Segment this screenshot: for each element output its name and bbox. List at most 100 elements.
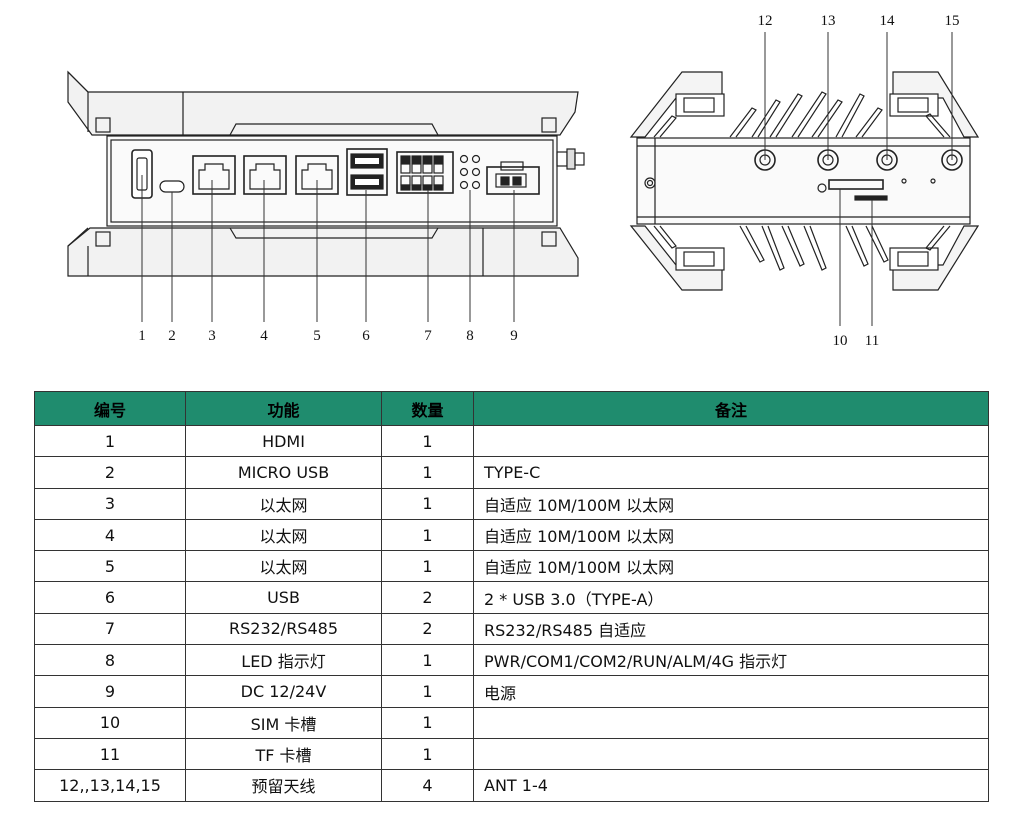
rear-body [636, 137, 971, 225]
cell-number: 8 [34, 644, 186, 677]
callout-label: 6 [362, 328, 370, 344]
sim-card-slot [828, 179, 884, 190]
ethernet-port-1 [192, 155, 236, 195]
callout-label: 12 [758, 13, 773, 29]
cell-notes [473, 737, 989, 771]
cell-notes: RS232/RS485 自适应 [473, 612, 989, 646]
cell-notes: 电源 [473, 675, 989, 708]
ethernet-port-2 [243, 155, 287, 195]
cell-function: TF 卡槽 [185, 737, 382, 771]
callout-label: 3 [208, 328, 216, 344]
cell-quantity: 4 [381, 769, 474, 802]
cell-quantity: 1 [381, 706, 474, 739]
cell-function: LED 指示灯 [185, 644, 382, 677]
cell-number: 1 [34, 424, 186, 458]
callout-label: 2 [168, 328, 176, 344]
led-indicators [459, 154, 481, 190]
cell-quantity: 2 [381, 581, 474, 614]
header-number: 编号 [34, 391, 186, 426]
cell-notes [473, 706, 989, 739]
cell-function: USB [185, 581, 382, 614]
front-top-bracket [67, 70, 579, 136]
rear-panel-view: 12 13 14 15 10 11 [629, 13, 980, 349]
header-notes: 备注 [473, 391, 989, 426]
cell-function: RS232/RS485 [185, 612, 382, 646]
cell-function: MICRO USB [185, 456, 382, 489]
cell-number: 6 [34, 581, 186, 614]
cell-function: DC 12/24V [185, 675, 382, 708]
header-function: 功能 [185, 391, 382, 426]
front-bottom-bracket [67, 227, 579, 277]
cell-notes: 自适应 10M/100M 以太网 [473, 550, 989, 583]
cell-number: 7 [34, 612, 186, 646]
callout-label: 9 [510, 328, 518, 344]
callout-label: 7 [424, 328, 432, 344]
cell-number: 11 [34, 737, 186, 771]
cell-number: 5 [34, 550, 186, 583]
callout-label: 11 [865, 333, 879, 349]
cell-notes: ANT 1-4 [473, 769, 989, 802]
callout-label: 10 [833, 333, 848, 349]
cell-number: 3 [34, 487, 186, 520]
cell-quantity: 1 [381, 644, 474, 677]
rs232-rs485-terminal [396, 151, 454, 194]
cell-quantity: 1 [381, 424, 474, 458]
tf-card-slot [854, 195, 888, 201]
callout-label: 4 [260, 328, 268, 344]
callout-label: 13 [821, 13, 836, 29]
cell-quantity: 1 [381, 456, 474, 489]
usb-ports [346, 148, 388, 196]
header-quantity: 数量 [381, 391, 474, 426]
cell-number: 12,,13,14,15 [34, 769, 186, 802]
callout-label: 15 [945, 13, 960, 29]
callout-label: 14 [880, 13, 896, 29]
cell-quantity: 1 [381, 518, 474, 552]
cell-quantity: 2 [381, 612, 474, 646]
cell-notes: 2 * USB 3.0（TYPE-A） [473, 581, 989, 614]
rear-bottom-heatsink [629, 225, 980, 291]
cell-number: 4 [34, 518, 186, 552]
cell-quantity: 1 [381, 487, 474, 520]
cell-number: 2 [34, 456, 186, 489]
cell-function: SIM 卡槽 [185, 706, 382, 739]
cell-number: 9 [34, 675, 186, 708]
cell-function: HDMI [185, 424, 382, 458]
callout-label: 5 [313, 328, 321, 344]
cell-quantity: 1 [381, 675, 474, 708]
dc-power-connector [486, 161, 540, 195]
cell-notes: TYPE-C [473, 456, 989, 489]
cell-number: 10 [34, 706, 186, 739]
cell-notes [473, 424, 989, 458]
cell-function: 以太网 [185, 518, 382, 552]
rear-leader-lines [764, 32, 953, 326]
cell-function: 预留天线 [185, 769, 382, 802]
callout-label: 8 [466, 328, 474, 344]
rear-top-heatsink [629, 71, 980, 138]
table-header-row: 编号 功能 数量 备注 [34, 391, 989, 426]
cell-quantity: 1 [381, 737, 474, 771]
front-panel-view: 1 2 3 4 5 6 7 8 9 [67, 70, 585, 344]
callout-label: 1 [138, 328, 146, 344]
cell-function: 以太网 [185, 487, 382, 520]
cell-notes: 自适应 10M/100M 以太网 [473, 518, 989, 552]
cell-notes: PWR/COM1/COM2/RUN/ALM/4G 指示灯 [473, 644, 989, 677]
cell-function: 以太网 [185, 550, 382, 583]
type-c-port [159, 180, 185, 193]
cell-quantity: 1 [381, 550, 474, 583]
front-leader-lines [141, 175, 515, 322]
cell-notes: 自适应 10M/100M 以太网 [473, 487, 989, 520]
side-antenna-connector [556, 148, 585, 170]
